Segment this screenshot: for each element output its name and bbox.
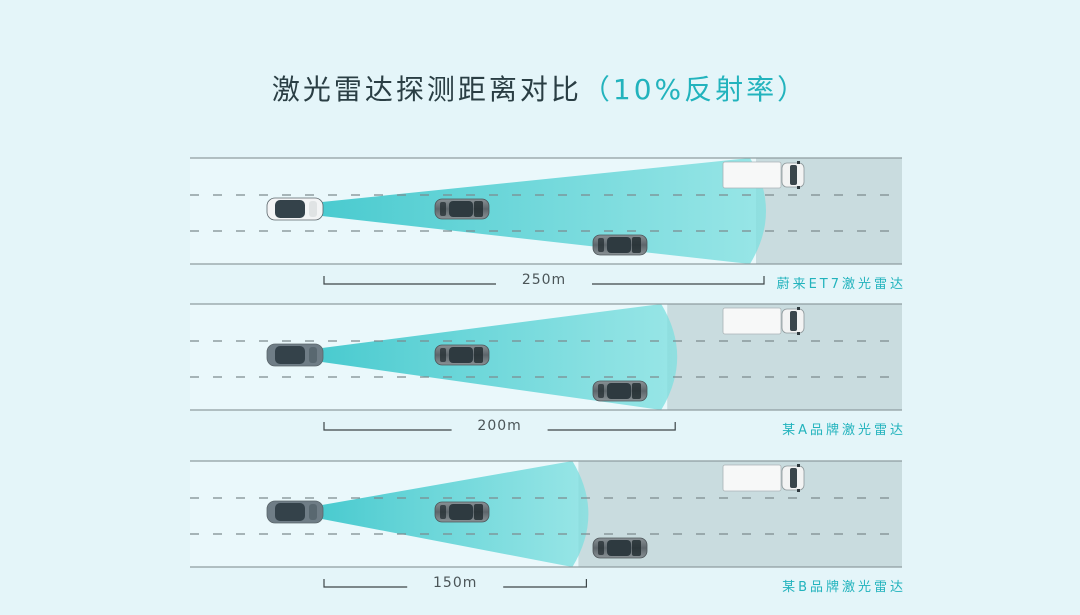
title-reflectivity: （10%反射率）: [581, 73, 809, 106]
road-panel: [190, 157, 902, 265]
truck-mirror: [797, 332, 800, 335]
truck-windshield: [790, 468, 797, 488]
range-bracket-right: [547, 422, 676, 431]
ego-vehicle: [266, 500, 324, 524]
road-panel: [190, 303, 902, 411]
car-rear-window: [440, 348, 446, 362]
range-bracket-right: [503, 579, 587, 588]
truck-mirror: [797, 161, 800, 164]
title-main: 激光雷达探测距离对比: [271, 73, 582, 106]
range-bracket-left: [323, 276, 496, 285]
car-windshield: [632, 540, 641, 556]
car-roof: [449, 201, 473, 217]
traffic-car: [434, 198, 490, 220]
car-roof: [607, 540, 631, 556]
truck-mirror: [797, 489, 800, 492]
truck: [722, 307, 805, 335]
range-bracket: [323, 276, 765, 285]
truck-cargo-box: [722, 307, 782, 335]
range-distance-label: 200m: [469, 418, 530, 434]
car-roof: [449, 347, 473, 363]
ego-car-glass-roof: [275, 346, 305, 364]
car-windshield: [632, 237, 641, 253]
traffic-car: [434, 501, 490, 523]
traffic-car: [592, 380, 648, 402]
car-windshield: [474, 504, 483, 520]
car-rear-window: [598, 384, 604, 398]
truck-windshield: [790, 311, 797, 331]
truck-windshield: [790, 165, 797, 185]
range-distance-label: 250m: [513, 272, 575, 288]
lidar-brand-label: 某A品牌激光雷达: [782, 423, 906, 438]
ego-vehicle: [266, 343, 324, 367]
page-title: 激光雷达探测距离对比（10%反射率）: [0, 68, 1080, 108]
range-bracket: [323, 422, 676, 431]
truck-cargo-box: [722, 161, 782, 189]
truck-cargo-box: [722, 464, 782, 492]
range-bracket: [323, 579, 587, 588]
ego-vehicle: [266, 197, 324, 221]
range-bracket-left: [323, 579, 408, 588]
ego-car-hood: [309, 504, 317, 520]
truck-mirror: [797, 186, 800, 189]
range-distance-label: 150m: [425, 575, 486, 591]
car-rear-window: [598, 541, 604, 555]
ego-car-glass-roof: [275, 200, 305, 218]
range-bracket-right: [592, 276, 765, 285]
range-bracket-left: [323, 422, 452, 431]
truck-mirror: [797, 307, 800, 310]
truck: [722, 161, 805, 189]
car-windshield: [474, 201, 483, 217]
lidar-brand-label: 某B品牌激光雷达: [782, 580, 906, 595]
truck: [722, 464, 805, 492]
car-windshield: [474, 347, 483, 363]
ego-car-hood: [309, 347, 317, 363]
car-windshield: [632, 383, 641, 399]
car-roof: [607, 237, 631, 253]
lidar-beam: [322, 304, 678, 410]
ego-car-glass-roof: [275, 503, 305, 521]
car-rear-window: [440, 505, 446, 519]
traffic-car: [592, 537, 648, 559]
traffic-car: [592, 234, 648, 256]
truck-mirror: [797, 464, 800, 467]
car-rear-window: [440, 202, 446, 216]
car-roof: [607, 383, 631, 399]
ego-car-hood: [309, 201, 317, 217]
traffic-car: [434, 344, 490, 366]
car-roof: [449, 504, 473, 520]
road-panel: [190, 460, 902, 568]
lidar-brand-label: 蔚来ET7激光雷达: [776, 277, 906, 292]
car-rear-window: [598, 238, 604, 252]
lidar-beam: [322, 158, 766, 264]
